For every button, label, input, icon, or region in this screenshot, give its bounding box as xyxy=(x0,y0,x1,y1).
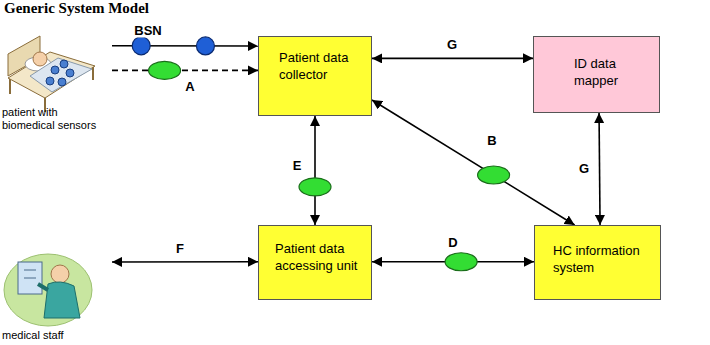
edge-label: F xyxy=(174,241,186,256)
connector xyxy=(112,70,258,72)
patient-bed-illustration xyxy=(8,36,95,112)
connector xyxy=(372,58,533,60)
connector xyxy=(372,100,575,225)
edge-label: G xyxy=(577,161,591,176)
connector xyxy=(314,116,316,225)
node-text: Patient data accessing unit xyxy=(275,240,365,274)
edge-label: BSN xyxy=(132,23,163,38)
interface-marker xyxy=(478,166,510,184)
process-box: Patient data collector xyxy=(258,36,372,116)
staff-illustration: medical staff xyxy=(0,250,112,342)
sensor-node xyxy=(132,37,150,55)
edge-label: G xyxy=(445,37,459,52)
process-box: HC information system xyxy=(534,225,661,300)
patient-illustration: patient with biomedical sensors xyxy=(0,20,112,132)
sensor-node xyxy=(196,37,214,55)
edge-label: E xyxy=(291,158,304,173)
node-text: Patient data collector xyxy=(279,49,363,83)
node-text: medical staff xyxy=(2,329,112,342)
edge-label: A xyxy=(183,79,196,94)
node-text: patient with biomedical sensors xyxy=(2,106,112,132)
node-text: ID data mapper xyxy=(574,55,653,89)
diagram-title: Generic System Model xyxy=(4,0,149,17)
process-box: Patient data accessing unit xyxy=(258,225,372,300)
edge-label: B xyxy=(485,133,498,148)
edge-label: D xyxy=(446,235,459,250)
connector xyxy=(599,113,600,225)
interface-marker xyxy=(299,178,331,196)
interface-marker xyxy=(445,253,477,271)
node-text: HC information system xyxy=(553,242,654,276)
process-box: ID data mapper xyxy=(533,36,660,113)
medical-staff-illustration xyxy=(4,254,92,326)
interface-marker xyxy=(149,61,181,79)
connector xyxy=(112,261,258,263)
